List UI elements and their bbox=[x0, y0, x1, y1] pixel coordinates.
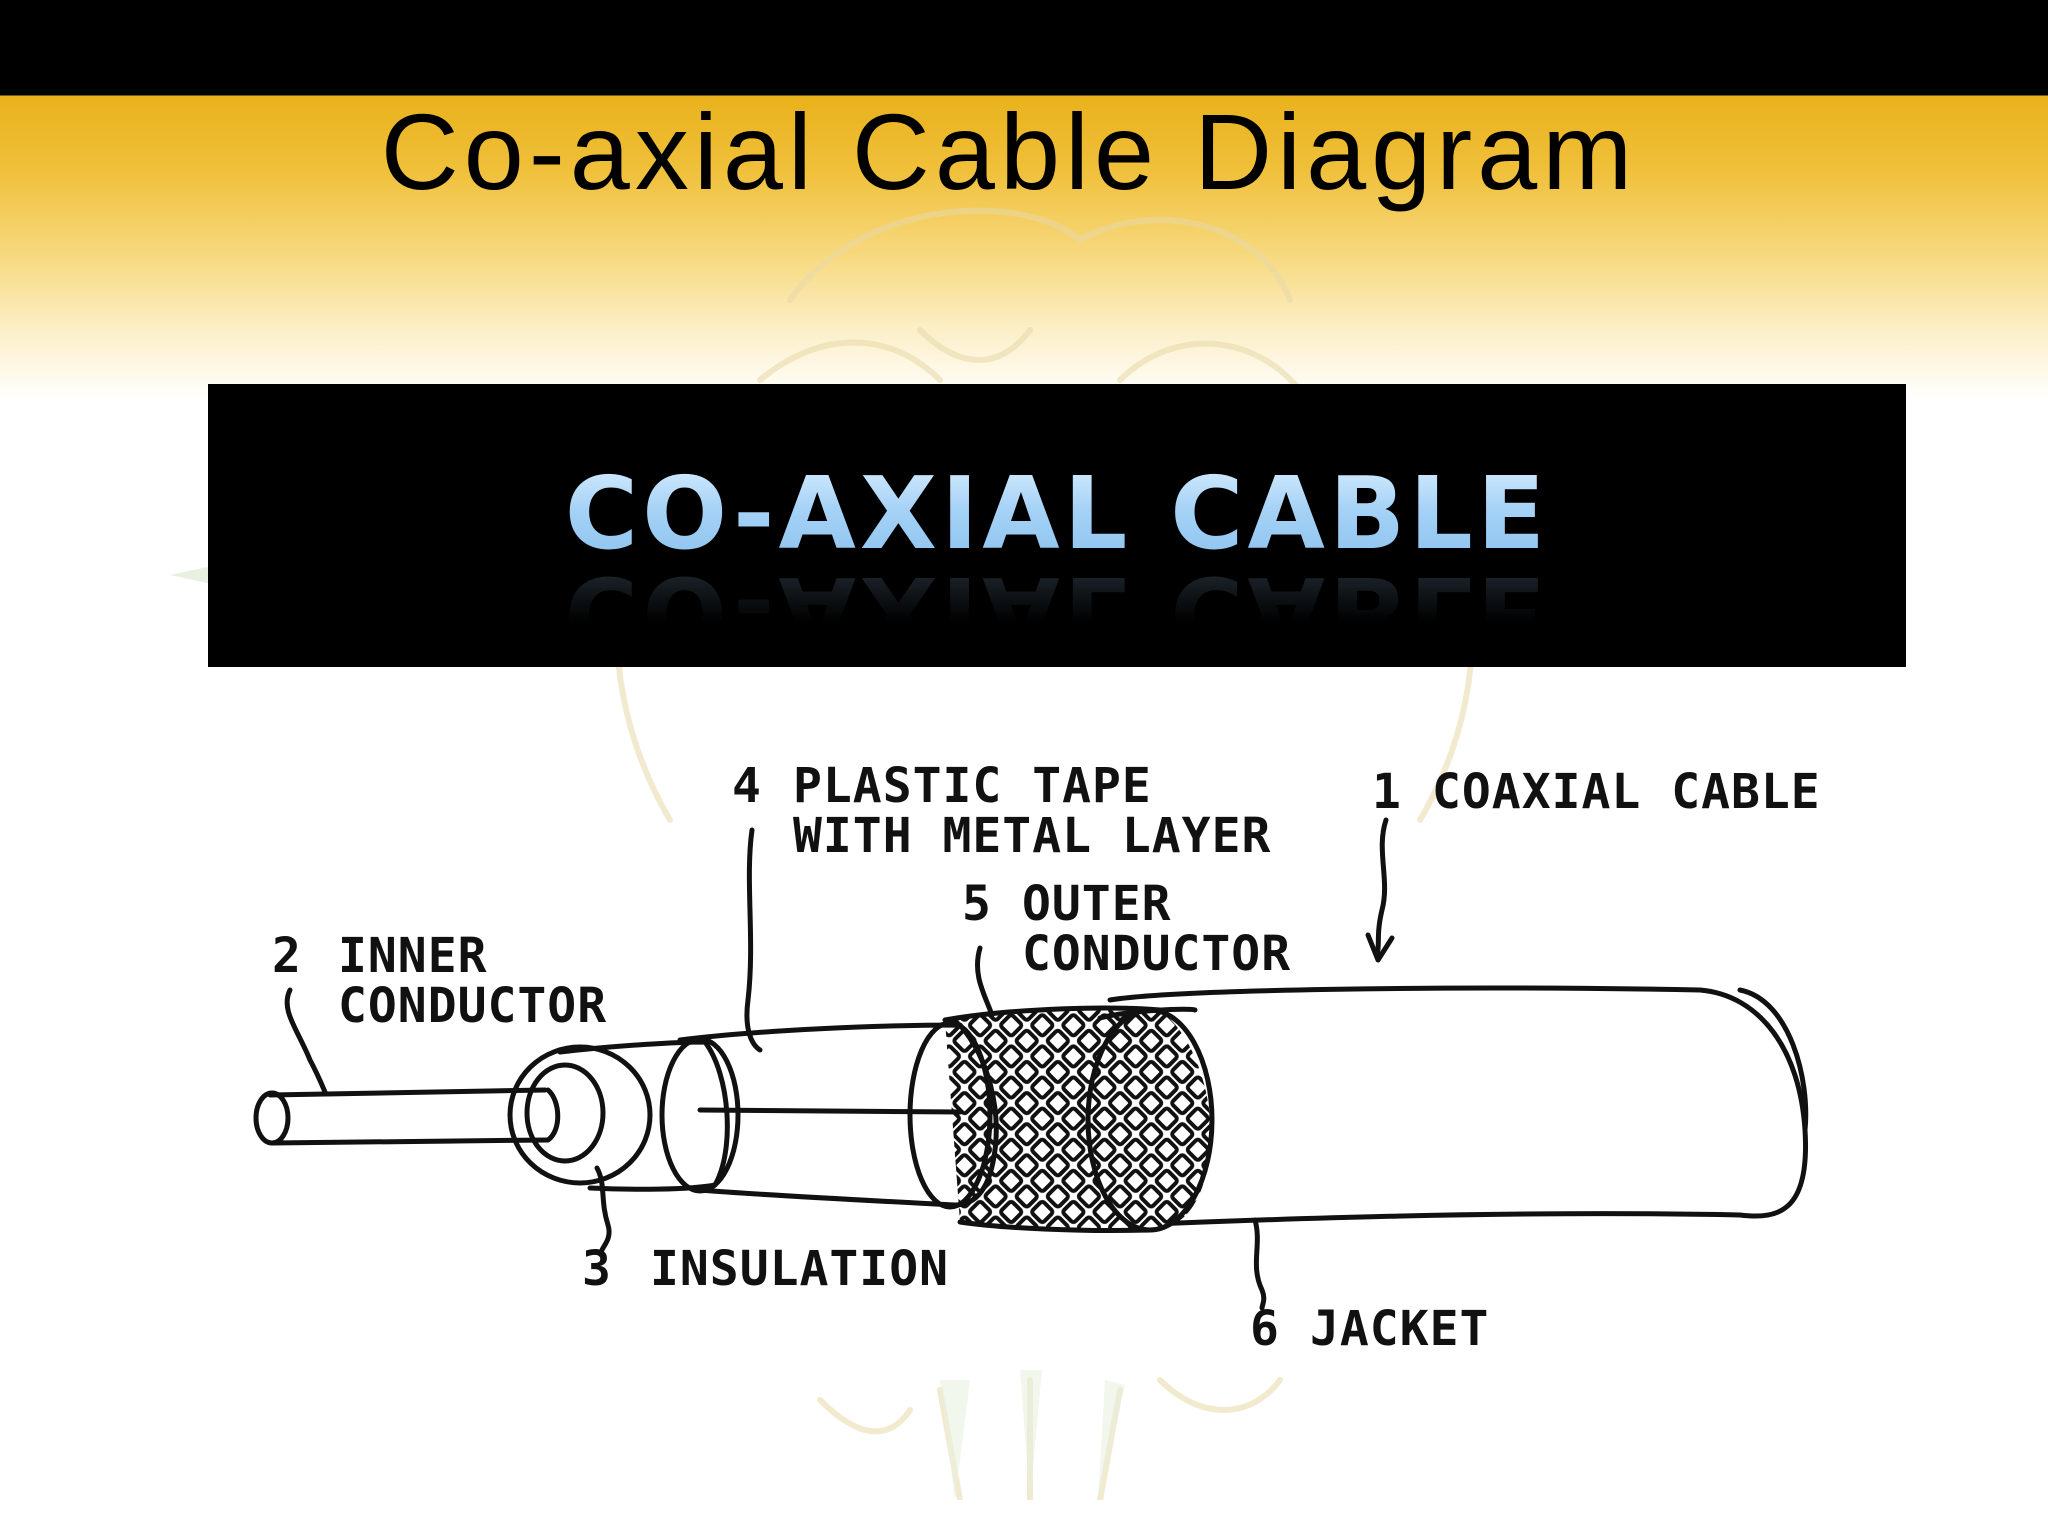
label-number-3: 3 bbox=[582, 1241, 612, 1297]
label-coaxial-cable-text: COAXIAL CABLE bbox=[1432, 764, 1821, 820]
label-outer-conductor-line1: OUTER bbox=[1022, 876, 1172, 932]
label-coaxial-cable: 1 COAXIAL CABLE bbox=[1372, 764, 1821, 820]
insulation-layer bbox=[557, 1036, 741, 1194]
label-plastic-tape: 4 PLASTIC TAPE WITH METAL LAYER bbox=[732, 758, 1271, 864]
label-outer-conductor: 5 OUTER CONDUCTOR bbox=[962, 876, 1291, 982]
label-outer-conductor-line2: CONDUCTOR bbox=[1022, 926, 1291, 982]
banner-title: CO-AXIAL CABLE bbox=[208, 464, 1906, 564]
label-plastic-tape-line2: WITH METAL LAYER bbox=[793, 808, 1271, 864]
label-jacket: 6 JACKET bbox=[1250, 1301, 1489, 1357]
label-number-4: 4 bbox=[732, 758, 762, 814]
label-inner-conductor-line2: CONDUCTOR bbox=[338, 978, 607, 1034]
leader-lines bbox=[284, 817, 1395, 1311]
outer-conductor-layer bbox=[942, 1005, 1215, 1234]
label-number-5: 5 bbox=[962, 876, 992, 932]
title-banner: CO-AXIAL CABLE CO-AXIAL CABLE bbox=[208, 384, 1906, 667]
label-jacket-text: JACKET bbox=[1310, 1301, 1489, 1357]
label-insulation: 3 INSULATION bbox=[582, 1241, 949, 1297]
jacket-layer bbox=[1107, 985, 1809, 1228]
plastic-tape-layer bbox=[677, 1020, 999, 1210]
label-number-2: 2 bbox=[272, 928, 302, 984]
inner-conductor-layer bbox=[253, 1044, 653, 1186]
label-inner-conductor-line1: INNER bbox=[338, 928, 488, 984]
label-number-6: 6 bbox=[1250, 1301, 1280, 1357]
label-insulation-text: INSULATION bbox=[650, 1241, 949, 1297]
label-plastic-tape-line1: PLASTIC TAPE bbox=[793, 758, 1152, 814]
label-inner-conductor: 2 INNER CONDUCTOR bbox=[272, 928, 607, 1034]
label-number-1: 1 bbox=[1372, 764, 1402, 820]
page-title: Co-axial Cable Diagram bbox=[380, 91, 1638, 212]
